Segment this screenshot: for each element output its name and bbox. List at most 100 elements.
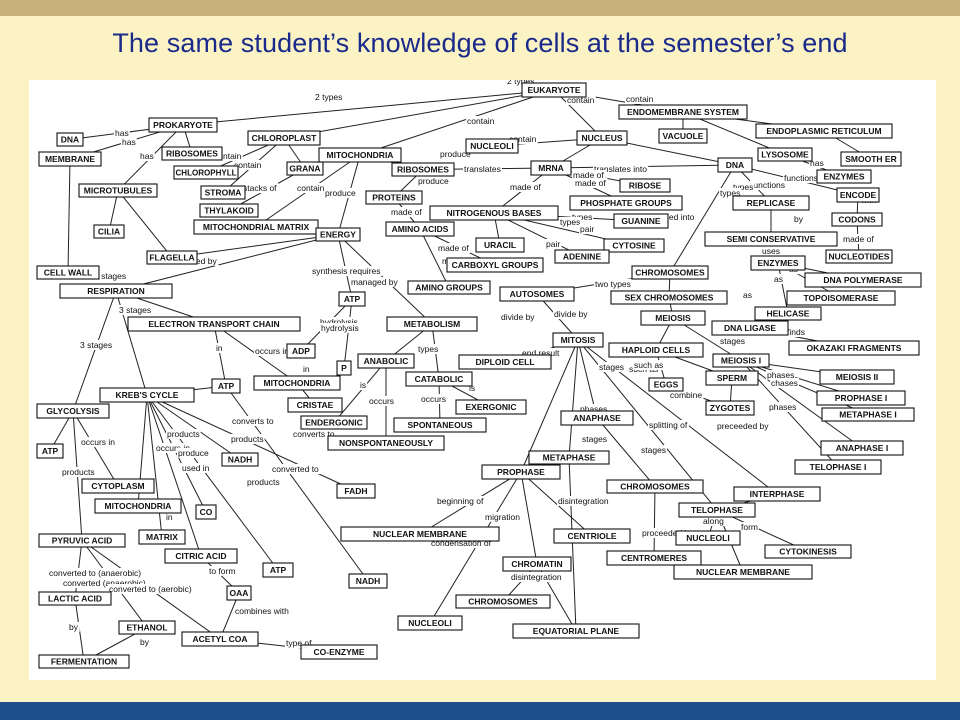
concept-node-eggs: EGGS [648,377,684,392]
link-label: converted to (anaerobic) [49,568,141,578]
concept-node-label: FLAGELLA [149,253,194,263]
concept-node-box [831,212,883,227]
concept-node-box [38,151,102,167]
concept-node-label: INTERPHASE [750,489,805,499]
concept-node-chromosomes2: CHROMOSOMES [606,479,704,494]
concept-node-ethanol: ETHANOL [118,620,176,635]
link-label: contain [509,134,537,144]
concept-node-box [287,397,343,413]
link-label-background [292,429,336,439]
concept-node-flagella: FLAGELLA [146,250,198,265]
link-label-background [285,638,314,648]
concept-node-box [750,255,806,271]
concept-node-diploid: DIPLOID CELL [458,354,552,370]
concept-node-label: MICROTUBULES [84,186,153,196]
link-label-background [793,214,805,224]
concept-node-label: TELOPHASE I [810,462,867,472]
concept-node-label: ENDERGONIC [305,418,363,428]
concept-node-centromeres: CENTROMERES [606,550,702,566]
link-label-background [319,317,359,327]
link-label: has [810,158,824,168]
concept-node-label: ENERGY [320,230,356,240]
link-label-background [302,364,311,374]
link-label-background [773,274,784,284]
concept-node-label: NUCLEOLI [408,618,451,628]
concept-node-label: ELECTRON TRANSPORT CHAIN [148,319,279,329]
concept-node-box [455,594,551,609]
link-label: produce [325,188,356,198]
link-label: pair [580,224,594,234]
concept-node-nonspont: NONSPONTANEOUSLY [327,435,445,451]
concept-node-label: NUCLEOLI [470,141,513,151]
link-label-background [553,309,590,319]
concept-node-label: GUANINE [621,216,661,226]
concept-node-label: PYRUVIC ACID [52,536,113,546]
concept-node-anaphase: ANAPHASE [560,410,634,426]
link-label: phases [580,404,607,414]
concept-node-energy: ENERGY [315,227,361,242]
link-label-background [581,434,609,444]
concept-node-box [606,550,702,566]
concept-node-exergonic: EXERGONIC [455,399,527,415]
link-line [740,360,863,449]
concept-node-vacuole: VACUOLE [658,128,708,144]
concept-node-box [631,265,709,280]
concept-node-box [608,342,704,358]
concept-node-label: SPERM [717,373,747,383]
concept-node-box [458,354,552,370]
link-label: synthesis requires [312,266,381,276]
link-line [553,89,603,139]
link-label-background [574,178,608,188]
link-label-background [246,477,281,487]
concept-node-equatorial: EQUATORIAL PLANE [512,623,640,639]
concept-node-label: CENTROMERES [621,553,687,563]
concept-node-mitochondria3: MITOCHONDRIA [94,498,182,514]
concept-node-box [393,417,487,433]
concept-node-label: GRANA [289,164,320,174]
concept-node-label: AMINO GROUPS [415,283,483,293]
link-label-background [719,336,747,346]
concept-node-box [733,486,821,502]
link-line [777,262,789,314]
link-label-background [242,183,279,193]
link-label-background [437,243,471,253]
concept-node-thylakoid: THYLAKOID [199,203,259,218]
concept-node-label: NADH [228,455,253,465]
concept-node-label: PROPHASE [497,467,545,477]
link-label: made of [843,234,874,244]
link-label: occurs [421,394,446,404]
link-label-background [579,404,609,414]
concept-node-co: CO [195,504,217,520]
link-label: along [703,516,724,526]
concept-node-codons: CODONS [831,212,883,227]
concept-node-box [193,219,319,235]
concept-node-atp4: ATP [262,562,294,578]
link-label: 2 types [507,80,534,86]
concept-node-aminoacids: AMINO ACIDS [385,221,455,237]
link-label-background [783,173,820,183]
link-label-background [593,164,649,174]
concept-node-stroma: STROMA [200,185,246,200]
concept-node-box [711,320,789,336]
concept-node-label: ATP [270,565,287,575]
link-line [171,234,339,258]
concept-node-box [407,280,491,295]
concept-node-label: SMOOTH ER [845,154,896,164]
concept-node-cristae: CRISTAE [287,397,343,413]
concept-node-label: ANAPHASE [573,413,621,423]
link-label: is [360,380,366,390]
concept-node-label: CO-ENZYME [314,647,365,657]
link-line [419,228,450,288]
concept-node-box [173,165,239,180]
concept-node-membrane: MEMBRANE [38,151,102,167]
concept-node-label: NONSPONTANEOUSLY [339,438,433,448]
concept-node-cytoplasm: CYTOPLASM [81,478,155,494]
concept-node-carboxyl: CARBOXYL GROUPS [446,257,544,273]
concept-node-cilia: CILIA [93,224,125,239]
concept-node-mitosis: MITOSIS [552,332,604,348]
concept-node-label: OKAZAKI FRAGMENTS [807,343,902,353]
link-label: condensation of [431,538,492,548]
concept-node-label: NUCLEOLI [686,533,729,543]
concept-node-label: ENCODE [840,190,877,200]
